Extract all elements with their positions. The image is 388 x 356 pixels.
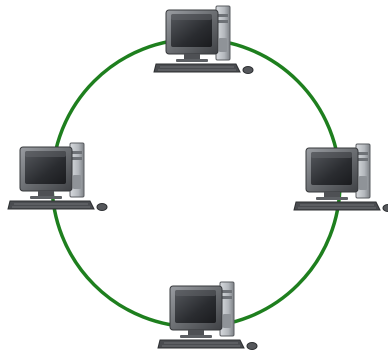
computer-icon — [154, 6, 253, 74]
computer-icon — [294, 144, 388, 212]
computer-icon — [8, 143, 107, 211]
computer-icon — [158, 282, 257, 350]
ring-connection — [52, 39, 340, 327]
